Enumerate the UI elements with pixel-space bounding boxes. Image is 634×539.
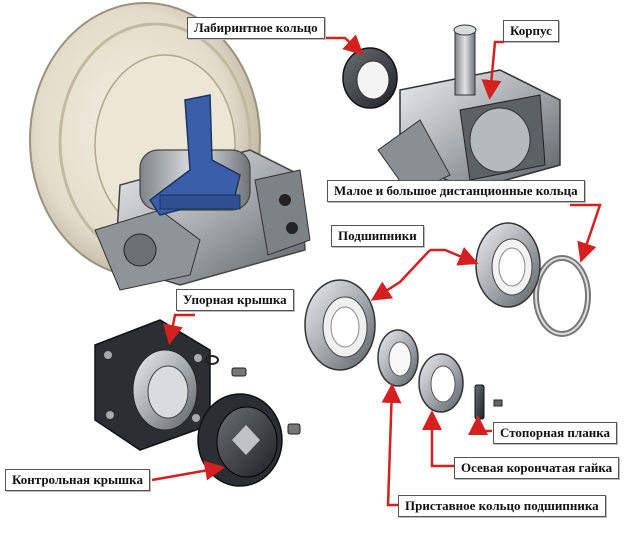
leader-thrust bbox=[163, 313, 195, 345]
label-lock-plate: Стопорная планка bbox=[493, 422, 617, 444]
label-labyrinth-ring: Лабиринтное кольцо bbox=[187, 17, 325, 39]
leader-bearing-ring bbox=[381, 383, 402, 507]
lock-plate-part bbox=[474, 384, 503, 420]
label-control-cover: Контрольная крышка bbox=[5, 469, 150, 491]
label-housing: Корпус bbox=[503, 20, 559, 42]
housing-part bbox=[377, 24, 561, 196]
labyrinth-ring-part bbox=[342, 47, 398, 109]
label-bearing-ring: Приставное кольцо подшипника bbox=[398, 495, 606, 517]
leader-bearings-2 bbox=[370, 249, 431, 301]
bearing-ring-part bbox=[377, 329, 419, 387]
leader-bearings-1 bbox=[430, 247, 479, 266]
wheel-assembly bbox=[29, 2, 311, 291]
label-thrust-cover: Упорная крышка bbox=[176, 289, 294, 311]
leader-lock bbox=[468, 415, 492, 435]
leader-lines bbox=[151, 34, 602, 507]
leader-nut bbox=[422, 410, 455, 468]
label-axial-nut: Осевая корончатая гайка bbox=[454, 457, 620, 479]
label-bearings: Подшипники bbox=[331, 225, 424, 247]
spacer-rings-part bbox=[533, 255, 591, 337]
bearing-middle-part bbox=[304, 279, 376, 371]
leader-spacer bbox=[570, 203, 602, 263]
leader-housing bbox=[481, 40, 505, 100]
thrust-cover-part bbox=[94, 319, 247, 451]
label-spacer-rings: Малое и большое дистанционные кольца bbox=[327, 180, 585, 202]
leader-labyrinth bbox=[320, 34, 364, 56]
axial-nut-part bbox=[418, 353, 464, 413]
control-cover-part bbox=[197, 393, 301, 487]
bearing-upper-part bbox=[475, 222, 541, 308]
leader-control bbox=[151, 460, 225, 482]
